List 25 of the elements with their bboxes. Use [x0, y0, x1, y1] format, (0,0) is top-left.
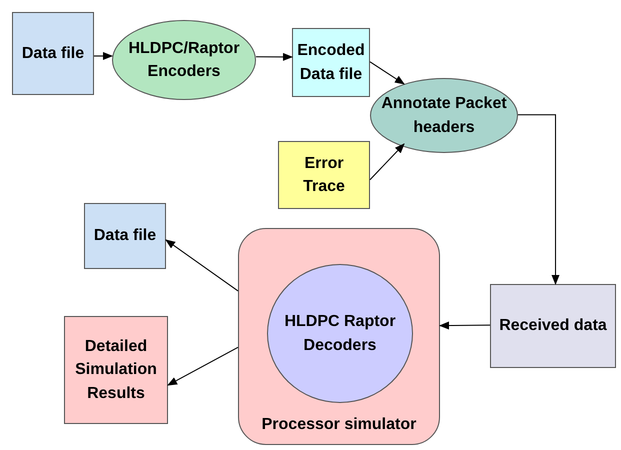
arrow [256, 52, 293, 61]
file-box [84, 203, 166, 269]
input-box [278, 141, 370, 209]
arrow [439, 322, 490, 330]
arrow [518, 114, 560, 285]
arrow [165, 239, 238, 292]
node-label: Processor simulator [262, 414, 416, 435]
node-label: Detailed Simulation Results [74, 337, 158, 404]
node-label: Data file [94, 226, 156, 246]
node-label: Annotate Packet headers [380, 94, 508, 138]
data-box [490, 284, 616, 368]
file-box [292, 28, 370, 97]
file-box [12, 12, 94, 95]
arrow [94, 52, 113, 60]
arrow [167, 346, 238, 386]
arrow [370, 61, 405, 85]
arrow [370, 143, 405, 180]
node-label: HLDPC Raptor Decoders [283, 312, 397, 356]
node-label: Error Trace [302, 154, 346, 197]
node-label: HLDPC/Raptor Encoders [127, 38, 241, 82]
node-label: Received data [499, 316, 607, 336]
node-label: Data file [22, 44, 84, 64]
node-label: Encoded Data file [297, 41, 365, 84]
simulator-container [238, 228, 440, 445]
results-box [64, 316, 168, 424]
